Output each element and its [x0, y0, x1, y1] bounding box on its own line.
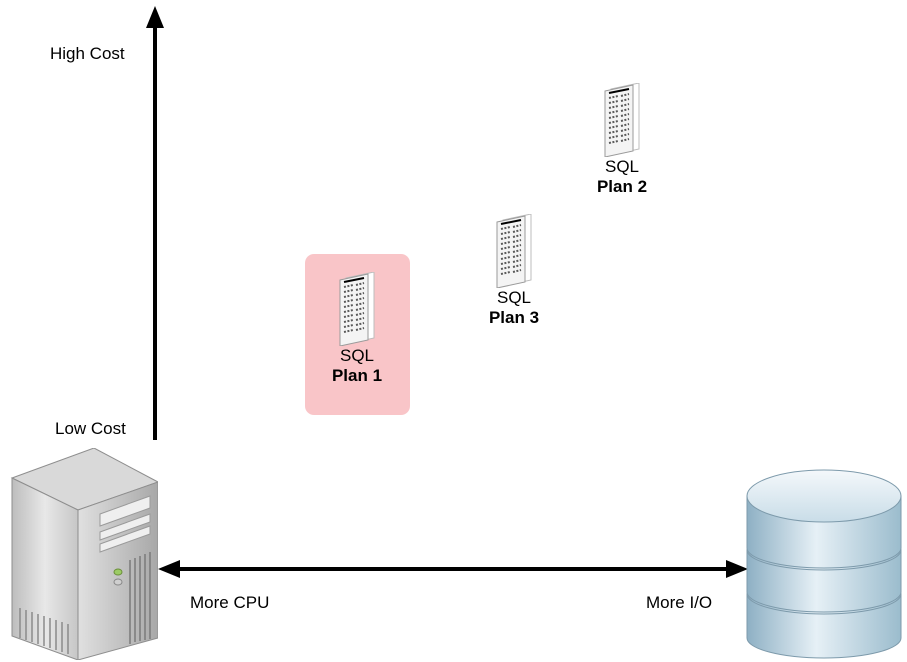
plan-2[interactable]: SQL Plan 2: [572, 83, 672, 197]
resource-axis-right-arrowhead: [726, 560, 748, 578]
plan-1[interactable]: SQL Plan 1: [307, 272, 407, 386]
document-icon: [604, 83, 640, 157]
high-cost-label: High Cost: [50, 44, 125, 63]
database-cylinder-icon: [746, 469, 902, 659]
plan-2-name-label: Plan 2: [596, 177, 648, 196]
plan-3-name-label: Plan 3: [488, 308, 540, 327]
resource-axis-left-arrowhead: [158, 560, 180, 578]
more-cpu-label: More CPU: [190, 593, 270, 612]
more-io-label: More I/O: [646, 593, 713, 612]
low-cost-label: Low Cost: [55, 419, 126, 438]
plan-2-sql-label: SQL: [604, 157, 640, 176]
cost-axis-arrowhead: [146, 6, 164, 28]
document-icon: [339, 272, 375, 346]
plan-1-name-label: Plan 1: [331, 366, 383, 385]
plan-3[interactable]: SQL Plan 3: [464, 214, 564, 328]
plan-3-sql-label: SQL: [496, 288, 532, 307]
server-tower-icon: [10, 448, 158, 660]
document-icon: [496, 214, 532, 288]
plan-1-sql-label: SQL: [339, 346, 375, 365]
